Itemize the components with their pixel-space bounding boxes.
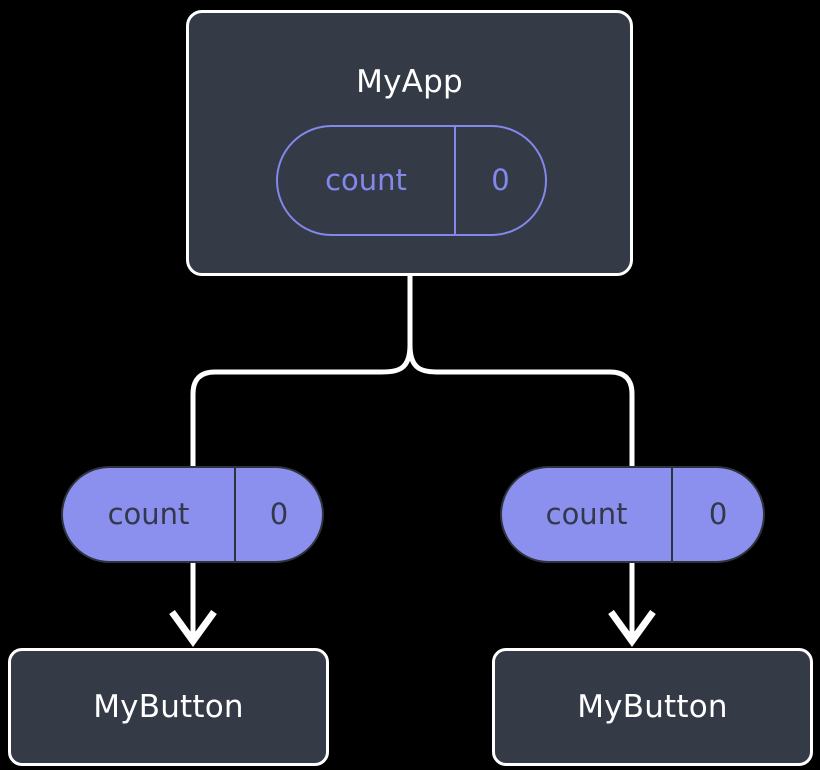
edge-branch-left [190, 342, 413, 471]
edge-branch-right [407, 342, 635, 471]
component-label-myapp: MyApp [356, 64, 463, 100]
state-key-label: count [107, 497, 190, 531]
component-node-mybutton-right[interactable]: MyButton [492, 648, 813, 766]
state-value-label: 0 [671, 468, 763, 561]
state-value-label: 0 [234, 468, 322, 561]
arrow-head-right-icon [608, 609, 656, 647]
state-pill-myapp-count[interactable]: count 0 [276, 125, 547, 236]
component-node-mybutton-left[interactable]: MyButton [8, 648, 329, 766]
component-label-mybutton-right: MyButton [577, 688, 728, 725]
state-value-label: 0 [454, 127, 545, 234]
state-pill-child-left-count[interactable]: count 0 [61, 466, 324, 563]
component-label-mybutton-left: MyButton [93, 688, 244, 725]
state-key-label: count [545, 497, 628, 531]
arrow-head-left-icon [169, 609, 217, 647]
state-key-label: count [325, 163, 407, 197]
state-pill-child-right-count[interactable]: count 0 [500, 466, 765, 563]
